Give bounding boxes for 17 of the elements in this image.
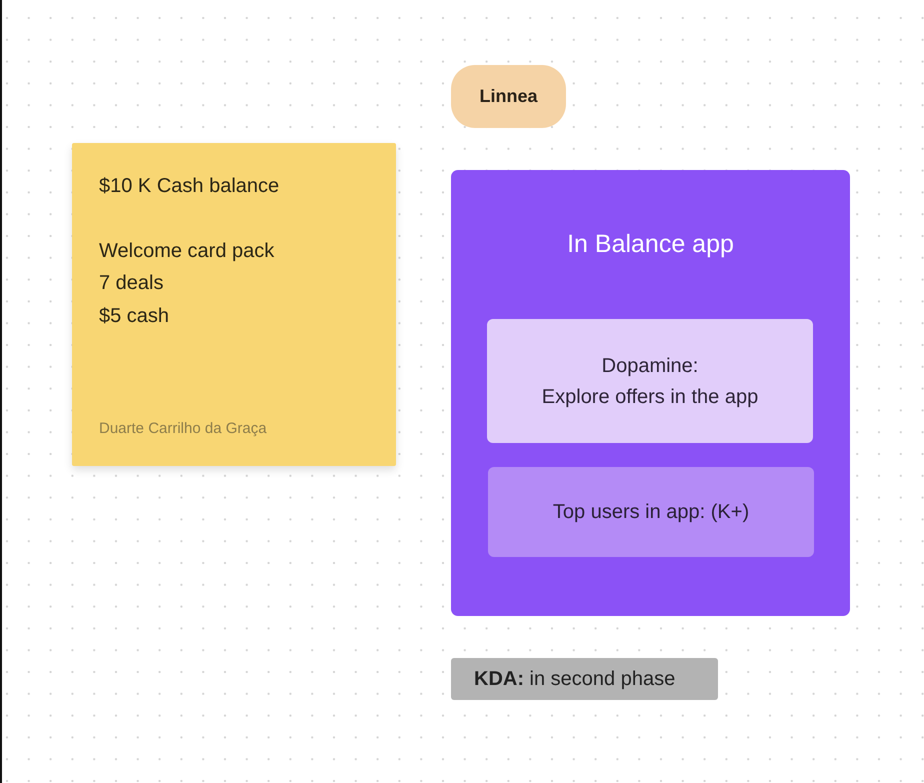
group-panel [451,170,850,616]
author-name: Duarte Carrilho da Graça [99,420,267,438]
card-text: Explore offers in the app [540,385,760,410]
sticky-note [72,143,396,466]
info-card [487,319,813,443]
card-heading: Dopamine: [600,354,700,379]
note-text: Welcome card pack [99,239,274,263]
tag-text: KDA: in second phase [474,667,676,691]
note-text: $10 K Cash balance [99,174,280,198]
note-text: 7 deals [99,271,164,295]
tag-text: Linnea [478,85,539,107]
panel-title: In Balance app [566,229,735,259]
card-text: Top users in app: (K+) [552,500,750,525]
info-card [488,467,814,557]
status-tag [451,658,718,700]
name-tag [451,65,566,128]
note-text: $5 cash [99,304,170,328]
